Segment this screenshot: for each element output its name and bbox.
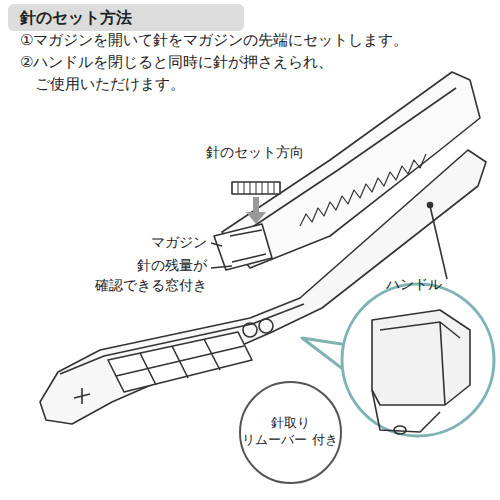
instruction-step: ①マガジンを開いて針をマガジンの先端にセットします。 <box>20 30 495 52</box>
part-label: ハンドル <box>386 274 442 294</box>
callout-text: 針取り リムーバー 付き <box>241 415 340 449</box>
callout-circle: 針取り リムーバー 付き <box>239 381 342 484</box>
part-label: マガジン <box>87 232 207 252</box>
part-label: 針の残量が 確認できる窓付き <box>67 255 207 296</box>
instruction-step: ②ハンドルを閉じると同時に針が押さえられ、 ご使用いただけます。 <box>20 52 475 96</box>
direction-label: 針のセット方向 <box>206 142 304 162</box>
heading-bar: 針のセット方法 <box>8 4 244 31</box>
